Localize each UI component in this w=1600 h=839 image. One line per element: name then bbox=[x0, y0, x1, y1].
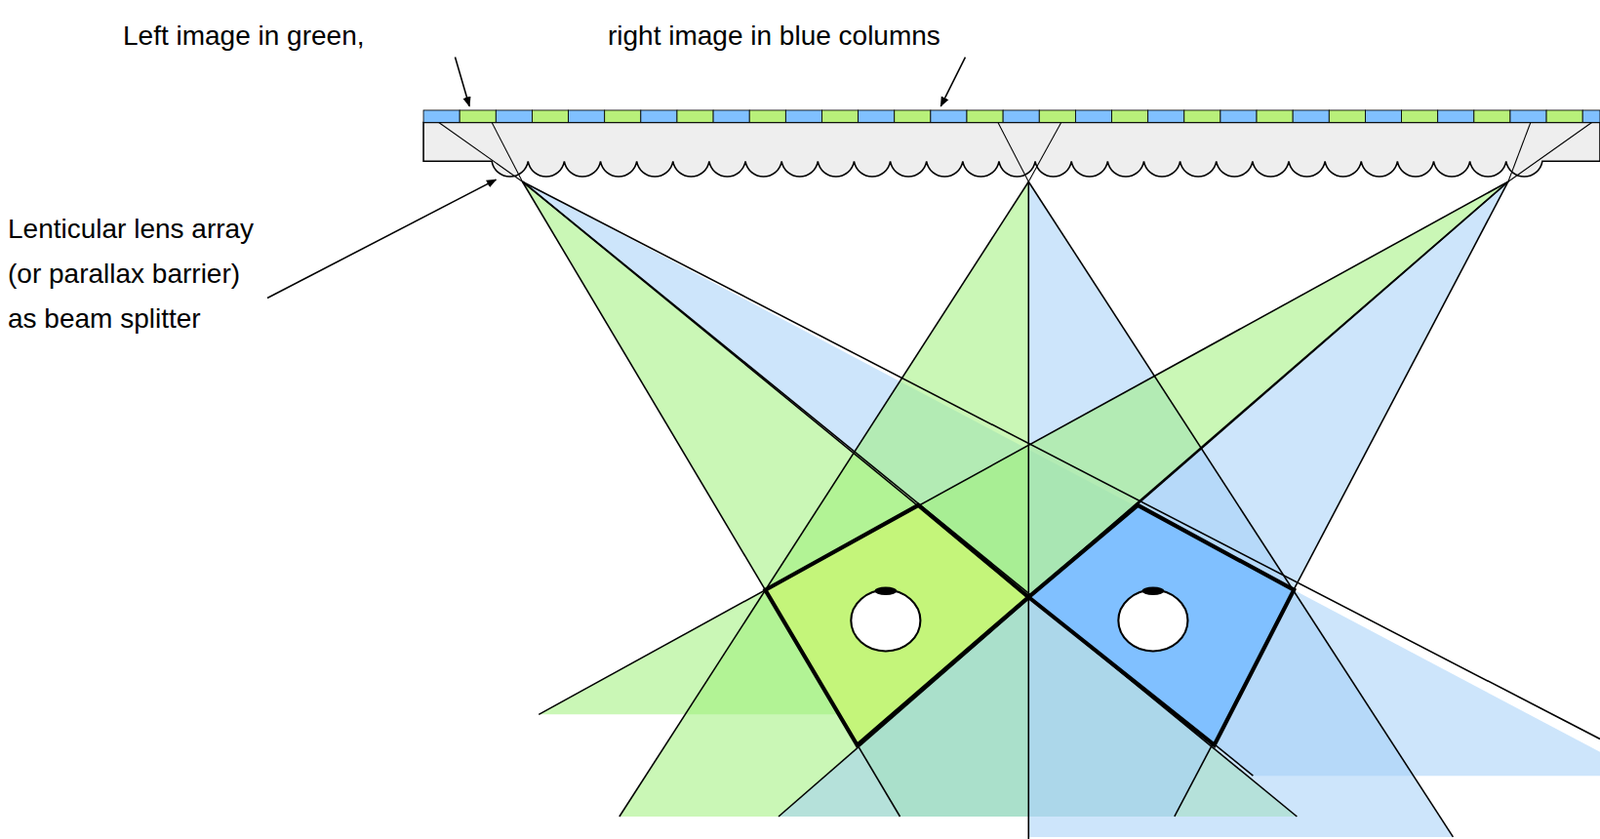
pixel-column bbox=[966, 110, 1003, 123]
pixel-column bbox=[677, 110, 714, 123]
pixel-column bbox=[930, 110, 967, 123]
ray-lines bbox=[522, 181, 1600, 839]
pixel-column bbox=[1039, 110, 1076, 123]
pixel-column bbox=[1364, 110, 1401, 123]
blue-cone bbox=[778, 181, 1509, 817]
pixel-column bbox=[1112, 110, 1149, 123]
pixel-column bbox=[1075, 110, 1112, 123]
pixel-column bbox=[713, 110, 750, 123]
pixel-column bbox=[459, 110, 496, 123]
left-eye bbox=[850, 587, 920, 652]
leader-lines bbox=[267, 57, 965, 299]
pixel-column bbox=[1184, 110, 1221, 123]
pixel-column bbox=[423, 110, 460, 123]
pixel-column bbox=[1256, 110, 1293, 123]
pixel-column bbox=[495, 110, 532, 123]
left-eye-zone bbox=[764, 505, 1029, 746]
pixel-column bbox=[1148, 110, 1185, 123]
pixel-column bbox=[821, 110, 858, 123]
pixel-column bbox=[1401, 110, 1439, 123]
pixel-column bbox=[1438, 110, 1475, 123]
pixel-column bbox=[1546, 110, 1583, 123]
pixel-label: right image in blue columns bbox=[607, 13, 941, 59]
pixel-column bbox=[1002, 110, 1040, 123]
pixel-column bbox=[1292, 110, 1329, 123]
pixel-column bbox=[1474, 110, 1511, 123]
pixel-column bbox=[604, 110, 641, 123]
pixel-column bbox=[1328, 110, 1365, 123]
lens-label: Lenticular lens array (or parallax barri… bbox=[7, 206, 270, 342]
pixel-columns bbox=[423, 110, 1600, 123]
pixel-label: Left image in green, bbox=[122, 13, 365, 59]
pixel-column bbox=[894, 110, 931, 123]
pixel-column bbox=[1510, 110, 1547, 123]
pixel-column bbox=[749, 110, 786, 123]
right-eye-zone bbox=[1028, 505, 1294, 746]
pixel-column bbox=[785, 110, 822, 123]
pixel-column bbox=[531, 110, 568, 123]
right-eye bbox=[1118, 587, 1188, 652]
inner-rays bbox=[439, 122, 1593, 183]
pixel-column bbox=[858, 110, 895, 123]
pixel-column bbox=[1220, 110, 1257, 123]
pixel-column bbox=[640, 110, 678, 123]
light-cones bbox=[522, 181, 1600, 838]
pixel-column bbox=[1582, 110, 1600, 123]
pixel-column bbox=[568, 110, 605, 123]
green-cone bbox=[538, 181, 1509, 715]
